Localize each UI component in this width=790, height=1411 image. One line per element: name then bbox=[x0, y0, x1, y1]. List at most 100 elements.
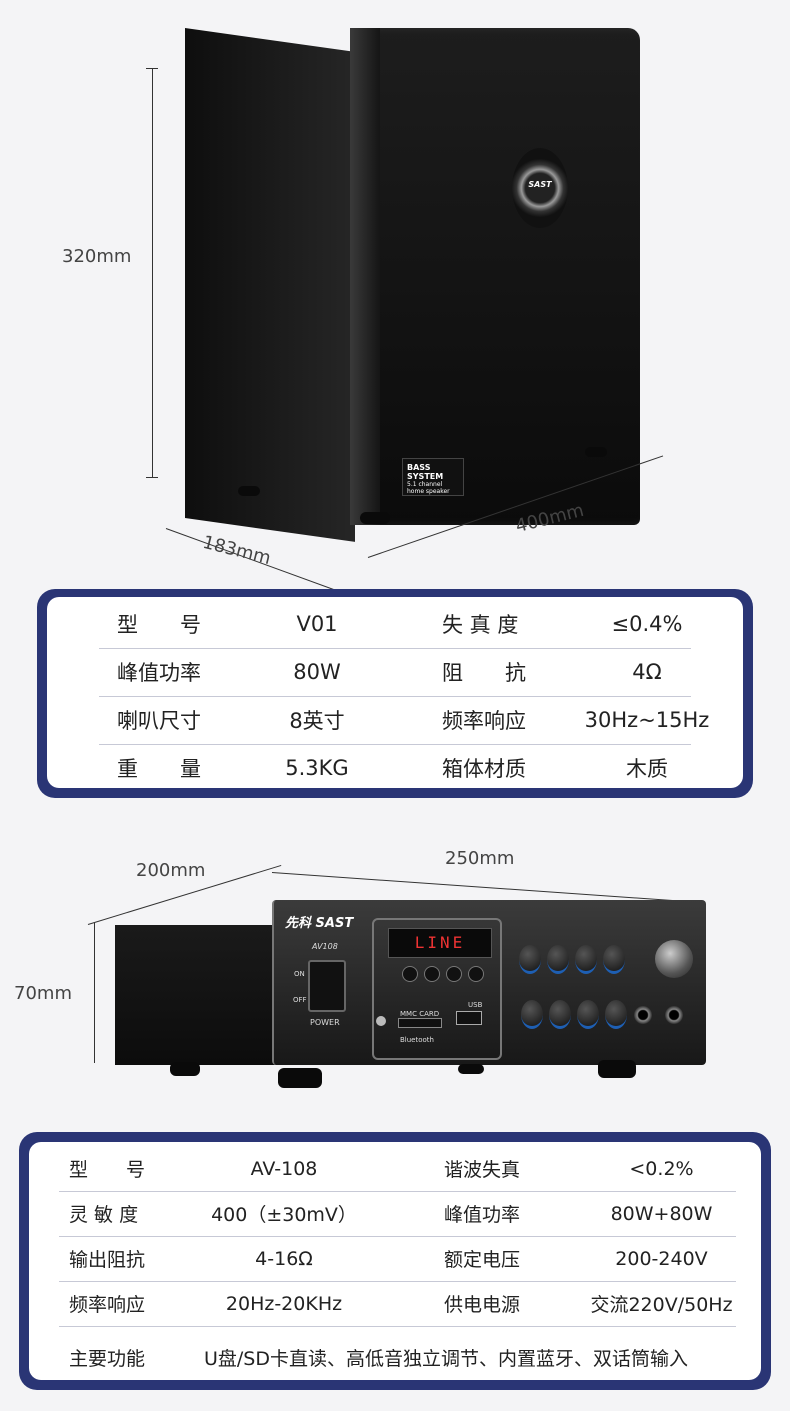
dimension-tick bbox=[146, 477, 158, 478]
spec-label: 阻 抗 bbox=[442, 661, 526, 685]
spec-row: 型 号 V01 失 真 度 ≤0.4% bbox=[99, 600, 691, 649]
speaker-depth-label: 183mm bbox=[200, 531, 273, 570]
spec-value: V01 bbox=[296, 612, 338, 636]
speaker-spec-table: 型 号 V01 失 真 度 ≤0.4% 峰值功率 80W 阻 抗 4Ω 喇叭尺寸 8英寸 频率响应 3… bbox=[47, 597, 743, 788]
power-label: POWER bbox=[310, 1018, 340, 1027]
feature-row: 主要功能 U盘/SD卡直读、高低音独立调节、内置蓝牙、双话筒输入 bbox=[29, 1334, 761, 1380]
sd-card-slot[interactable] bbox=[398, 1018, 442, 1028]
spec-value: 交流220V/50Hz bbox=[590, 1294, 733, 1316]
spec-row: 喇叭尺寸 8英寸 频率响应 30Hz~15Hz bbox=[99, 696, 709, 745]
spec-value: 80W+80W bbox=[610, 1202, 713, 1225]
speaker-edge bbox=[350, 28, 380, 525]
spec-value: 4Ω bbox=[632, 660, 662, 684]
spec-label: 喇叭尺寸 bbox=[117, 709, 201, 733]
spec-label: 重 量 bbox=[117, 757, 201, 781]
mic1-volume-knob[interactable] bbox=[549, 1000, 571, 1029]
spec-label: 额定电压 bbox=[444, 1249, 521, 1271]
amp-width-line bbox=[271, 872, 703, 904]
amp-foot bbox=[278, 1068, 322, 1088]
speaker-logo: SAST bbox=[528, 180, 552, 189]
screw-icon bbox=[376, 1016, 386, 1026]
spec-row: 灵 敏 度 400（±30mV） 峰值功率 80W+80W bbox=[59, 1191, 736, 1237]
amp-foot bbox=[598, 1060, 636, 1078]
card-label: MMC CARD bbox=[400, 1010, 440, 1018]
spec-value: 80W bbox=[293, 660, 341, 684]
amp-depth-label: 200mm bbox=[136, 860, 206, 881]
bluetooth-label: Bluetooth bbox=[400, 1036, 434, 1044]
spec-value: <0.2% bbox=[629, 1157, 694, 1180]
treble-knob[interactable] bbox=[547, 945, 569, 974]
spec-label: 型 号 bbox=[117, 613, 201, 637]
off-label: OFF bbox=[293, 996, 307, 1004]
spec-row: 重 量 5.3KG 箱体材质 木质 bbox=[99, 744, 691, 792]
amp-foot bbox=[170, 1062, 200, 1076]
spec-value: 4-16Ω bbox=[255, 1247, 313, 1270]
badge-line1: BASS SYSTEM bbox=[407, 463, 444, 481]
amp-height-line bbox=[94, 923, 95, 1063]
spec-label: 箱体材质 bbox=[442, 757, 526, 781]
speaker-foot bbox=[360, 512, 390, 524]
spec-label: 灵 敏 度 bbox=[69, 1204, 139, 1226]
mic2-volume-knob[interactable] bbox=[577, 1000, 599, 1029]
spec-value: 木质 bbox=[626, 757, 668, 781]
speaker-spec-panel: 型 号 V01 失 真 度 ≤0.4% 峰值功率 80W 阻 抗 4Ω 喇叭尺寸 8英寸 频率响应 3… bbox=[37, 589, 753, 798]
reverb-knob[interactable] bbox=[521, 1000, 543, 1029]
speaker-side-panel bbox=[185, 28, 355, 542]
height-dimension-line bbox=[152, 68, 153, 477]
master-volume-knob[interactable] bbox=[655, 940, 693, 978]
spec-label: 峰值功率 bbox=[117, 661, 201, 685]
play-pause-button[interactable] bbox=[424, 966, 440, 982]
on-label: ON bbox=[294, 970, 305, 978]
feature-label: 主要功能 bbox=[69, 1347, 146, 1370]
spec-value: 20Hz-20KHz bbox=[225, 1292, 343, 1315]
spec-label: 峰值功率 bbox=[444, 1204, 521, 1226]
input-switch-button[interactable] bbox=[468, 966, 484, 982]
feature-value: U盘/SD卡直读、高低音独立调节、内置蓝牙、双话筒输入 bbox=[204, 1347, 689, 1370]
spec-label: 频率响应 bbox=[442, 709, 526, 733]
prev-button[interactable] bbox=[402, 966, 418, 982]
spec-label: 频率响应 bbox=[69, 1294, 146, 1316]
bass-knob[interactable] bbox=[519, 945, 541, 974]
power-switch[interactable] bbox=[308, 960, 346, 1012]
spec-label: 型 号 bbox=[69, 1159, 146, 1181]
amp-model: AV108 bbox=[312, 942, 338, 951]
speaker-badge: BASS SYSTEM 5.1 channel home speaker bbox=[402, 458, 464, 496]
usb-label: USB bbox=[468, 1001, 483, 1009]
next-button[interactable] bbox=[446, 966, 462, 982]
speaker-foot bbox=[585, 447, 607, 457]
spec-row: 频率响应 20Hz-20KHz 供电电源 交流220V/50Hz bbox=[59, 1281, 736, 1327]
amp-foot bbox=[458, 1064, 484, 1074]
spec-value: 30Hz~15Hz bbox=[584, 708, 710, 732]
spec-row: 输出阻抗 4-16Ω 额定电压 200-240V bbox=[59, 1236, 736, 1282]
speaker-bass-port bbox=[512, 148, 568, 228]
mic-volume-knob[interactable] bbox=[605, 1000, 627, 1029]
mic1-jack[interactable] bbox=[634, 1006, 652, 1024]
spec-label: 失 真 度 bbox=[442, 613, 519, 637]
speaker-foot bbox=[238, 486, 260, 496]
spec-label: 谐波失真 bbox=[444, 1159, 521, 1181]
spec-value: 5.3KG bbox=[285, 756, 349, 780]
amp-brand: 先科 SAST bbox=[285, 916, 354, 931]
balance-knob[interactable] bbox=[575, 945, 597, 974]
spec-value: ≤0.4% bbox=[611, 612, 683, 636]
spec-value: 8英寸 bbox=[289, 709, 345, 733]
spec-row: 峰值功率 80W 阻 抗 4Ω bbox=[99, 648, 691, 697]
echo-knob[interactable] bbox=[603, 945, 625, 974]
amp-width-label: 250mm bbox=[445, 848, 515, 869]
amp-display: LINE bbox=[388, 928, 492, 958]
speaker-front-panel bbox=[350, 28, 640, 525]
amp-side-panel bbox=[115, 925, 275, 1065]
spec-value: 200-240V bbox=[615, 1247, 708, 1270]
badge-line2: 5.1 channel home speaker bbox=[407, 481, 450, 495]
dimension-tick bbox=[146, 68, 158, 69]
spec-label: 供电电源 bbox=[444, 1294, 521, 1316]
spec-label: 输出阻抗 bbox=[69, 1249, 146, 1271]
mic2-jack[interactable] bbox=[665, 1006, 683, 1024]
spec-value: 400（±30mV） bbox=[211, 1204, 357, 1226]
usb-port[interactable] bbox=[456, 1011, 482, 1025]
amp-height-label: 70mm bbox=[14, 983, 72, 1004]
speaker-height-label: 320mm bbox=[62, 246, 132, 267]
